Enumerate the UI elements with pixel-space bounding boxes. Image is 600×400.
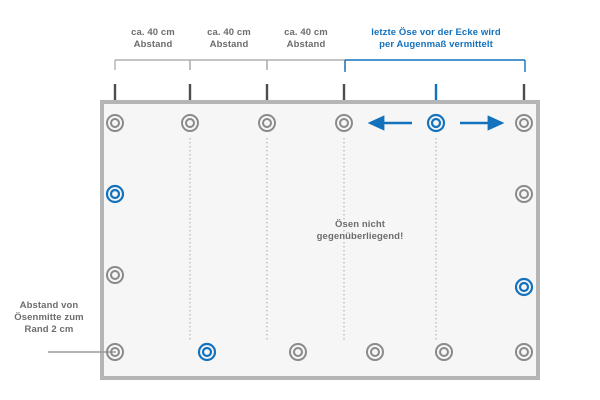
grommet[interactable] bbox=[289, 343, 307, 361]
grommet-row-bottom bbox=[106, 342, 533, 362]
center-note-label: Ösen nicht gegenüberliegend! bbox=[316, 219, 404, 242]
grommet-highlighted[interactable] bbox=[197, 342, 217, 362]
grommet[interactable] bbox=[258, 114, 276, 132]
grommet[interactable] bbox=[335, 114, 353, 132]
grommet-column-right bbox=[514, 185, 534, 297]
spacing-bracket-3 bbox=[266, 59, 346, 70]
alignment-dotted-lines bbox=[189, 138, 437, 340]
spacing-bracket-1 bbox=[114, 59, 191, 70]
grommet[interactable] bbox=[515, 114, 533, 132]
tick-marks bbox=[113, 84, 526, 100]
grommet[interactable] bbox=[106, 343, 124, 361]
edge-distance-label: Abstand von Ösenmitte zum Rand 2 cm bbox=[14, 300, 84, 335]
grommet[interactable] bbox=[515, 343, 533, 361]
grommet[interactable] bbox=[366, 343, 384, 361]
grommet[interactable] bbox=[106, 114, 124, 132]
grommet[interactable] bbox=[515, 185, 533, 203]
grommet-highlighted[interactable] bbox=[426, 113, 446, 133]
grommet[interactable] bbox=[435, 343, 453, 361]
grommet-row-top bbox=[106, 113, 533, 133]
corner-bracket bbox=[344, 59, 526, 72]
grommet-column-left bbox=[105, 184, 125, 284]
spacing-label-3: ca. 40 cm Abstand bbox=[284, 27, 328, 50]
spacing-label-2: ca. 40 cm Abstand bbox=[207, 27, 251, 50]
tarp-body bbox=[100, 100, 540, 380]
grommet[interactable] bbox=[106, 266, 124, 284]
spacing-label-1: ca. 40 cm Abstand bbox=[131, 27, 175, 50]
grommet[interactable] bbox=[181, 114, 199, 132]
grommet-highlighted[interactable] bbox=[105, 184, 125, 204]
corner-note-label: letzte Öse vor der Ecke wird per Augenma… bbox=[371, 27, 501, 50]
grommet-highlighted[interactable] bbox=[514, 277, 534, 297]
spacing-bracket-2 bbox=[189, 59, 268, 70]
